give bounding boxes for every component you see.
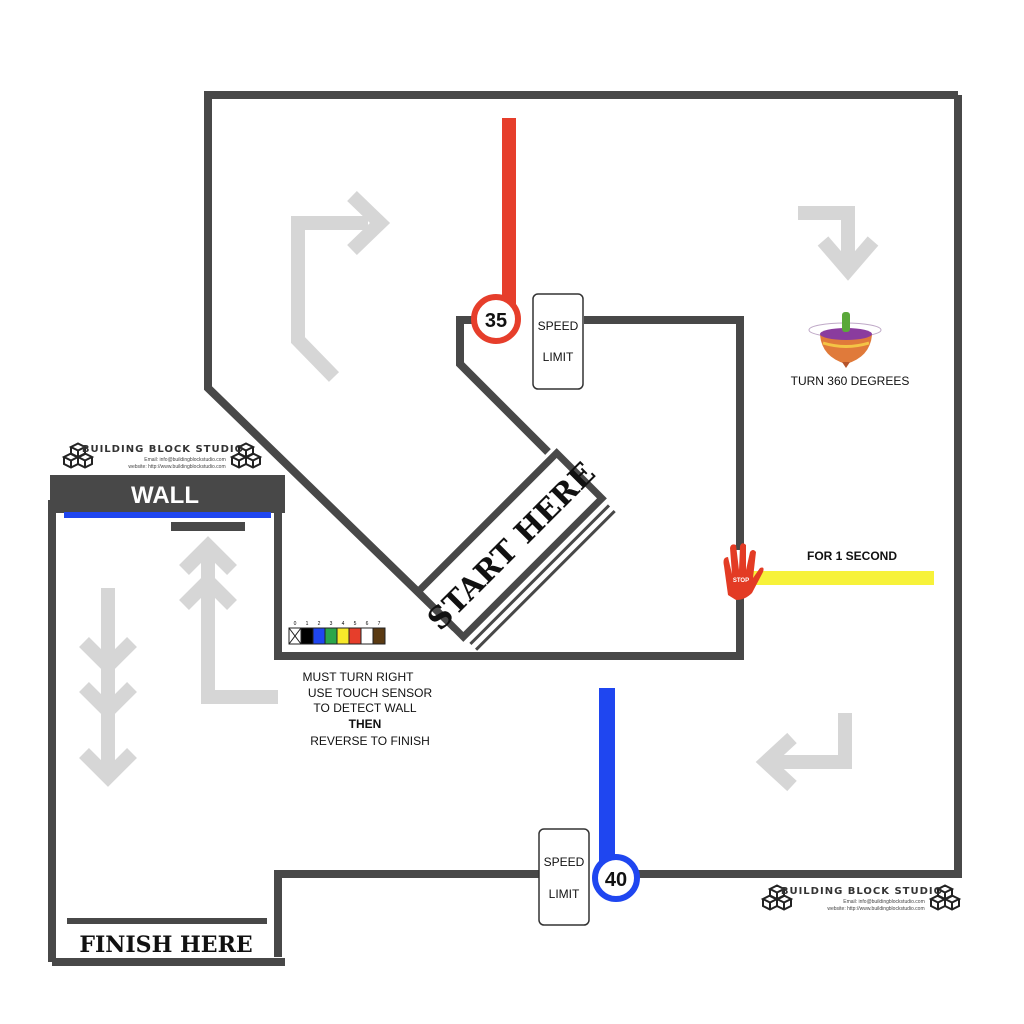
speed-circle-40: [592, 854, 640, 902]
finish-line: [67, 918, 267, 924]
color-scale-number: 1: [306, 621, 309, 627]
start-box-frame: [413, 448, 607, 642]
top-tip: [842, 362, 850, 368]
arrow-bottom-right-icon: [772, 713, 852, 769]
color-scale-number: 0: [294, 621, 297, 627]
start-box: START HERE: [413, 448, 616, 651]
color-scale: 0 1 2 3 4 5 6 7: [288, 621, 386, 645]
cube-logo-icon: [760, 894, 780, 911]
instruction-line-1: MUST TURN RIGHT: [303, 670, 415, 684]
speed-panel-35: [532, 293, 584, 390]
logo-title: BUILDING BLOCK STUDIO: [781, 886, 943, 897]
spinning-top-icon: [808, 312, 882, 368]
wall-blue-line: [64, 512, 271, 518]
arrow-down-head-2-icon: [79, 682, 137, 721]
blue-line: [599, 688, 615, 864]
color-swatch: [336, 627, 350, 645]
logo-website: website: http://www.buildingblockstudio.…: [128, 464, 225, 470]
stop-hand-label: STOP: [733, 578, 749, 584]
cube-logo-icon: [243, 452, 263, 469]
cube-logo-icon: [774, 894, 794, 911]
logo-top-left: BUILDING BLOCK STUDIO Email: info@buildin…: [61, 442, 263, 470]
arrow-up-icon: [201, 545, 278, 704]
start-box-line-2: [474, 509, 616, 651]
arrow-right-down-head-icon: [817, 236, 879, 281]
top-handle: [842, 312, 850, 332]
limit-word-40: LIMIT: [549, 887, 580, 901]
touch-target-bar: [171, 522, 245, 531]
cube-logo-icon: [942, 894, 962, 911]
top-stripe: [822, 341, 870, 348]
stop-hand-shape: [723, 543, 764, 600]
logo-email: Email: info@buildingblockstudio.com: [843, 899, 925, 905]
color-swatch: [348, 627, 362, 645]
outer-wall: [204, 91, 958, 631]
color-swatch: [324, 627, 338, 645]
color-scale-number: 6: [366, 621, 369, 627]
top-rim: [820, 328, 872, 340]
start-label: START HERE: [421, 456, 603, 638]
speed-value-35: 35: [485, 310, 507, 332]
logo-bottom-right: BUILDING BLOCK STUDIO Email: info@buildin…: [760, 884, 962, 912]
speed-word-40: SPEED: [544, 855, 585, 869]
color-scale-number: 2: [318, 621, 321, 627]
finish-label: FINISH HERE: [79, 932, 252, 958]
color-scale-number: 3: [330, 621, 333, 627]
lower-left-wall: [274, 505, 744, 660]
cube-logo-icon: [75, 452, 95, 469]
cube-logo-icon: [229, 452, 249, 469]
arrow-bottom-right-head-icon: [755, 732, 797, 792]
speed-circle-35: [471, 294, 521, 344]
arrow-up-head-2-icon: [179, 571, 237, 610]
speed-limit-sign-40: SPEED LIMIT 40: [538, 828, 640, 926]
arrow-upper-left-head-icon: [347, 190, 391, 256]
color-scale-number: 7: [378, 621, 381, 627]
direction-arrows: [79, 190, 879, 792]
wall-label: WALL: [131, 482, 199, 509]
instruction-line-5: REVERSE TO FINISH: [310, 734, 430, 748]
logo-title: BUILDING BLOCK STUDIO: [82, 444, 244, 455]
instruction-line-3: TO DETECT WALL: [313, 701, 416, 715]
instruction-line-2: USE TOUCH SENSOR: [308, 686, 433, 700]
turn-label: TURN 360 DEGREES: [791, 374, 910, 388]
color-swatch: [312, 627, 326, 645]
speed-limit-sign-35: 35 SPEED LIMIT: [471, 293, 584, 390]
arrow-down-head-1-icon: [79, 637, 137, 676]
cube-logo-icon: [928, 894, 948, 911]
speed-value-40: 40: [605, 869, 627, 891]
arrow-right-down-icon: [798, 206, 855, 265]
stop-duration-label: FOR 1 SECOND: [807, 549, 897, 563]
logo-website: website: http://www.buildingblockstudio.…: [827, 906, 924, 912]
bottom-inner-wall: [274, 870, 542, 957]
arrow-down-head-3-icon: [79, 748, 137, 787]
cube-logo-icon: [61, 452, 81, 469]
color-scale-number: 4: [342, 621, 345, 627]
stop-hand-icon: STOP: [723, 543, 764, 600]
arrow-up-head-1-icon: [179, 536, 237, 575]
right-inner-wall: [584, 316, 744, 550]
limit-word-35: LIMIT: [543, 350, 574, 364]
color-swatch: [300, 627, 314, 645]
wall-block: [50, 475, 285, 513]
instruction-line-4: THEN: [349, 717, 382, 731]
color-swatch: [372, 627, 386, 645]
color-swatch: [360, 627, 374, 645]
logo-email: Email: info@buildingblockstudio.com: [144, 457, 226, 463]
arrow-upper-left-icon: [291, 216, 368, 382]
start-box-line-1: [469, 504, 611, 646]
right-wall: [612, 95, 962, 878]
red-line: [502, 118, 516, 308]
speed-panel-40: [538, 828, 590, 926]
color-swatch-cross: [288, 627, 302, 645]
yellow-line: [752, 571, 934, 585]
speed-word-35: SPEED: [538, 319, 579, 333]
color-scale-number: 5: [354, 621, 357, 627]
